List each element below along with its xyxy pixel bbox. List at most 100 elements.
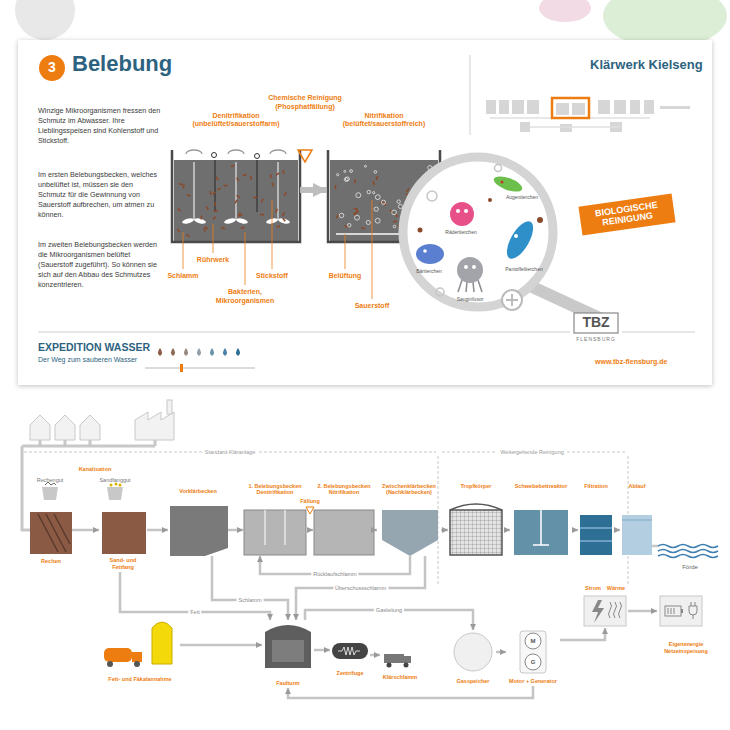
node-label: Filtration xyxy=(584,483,608,489)
pipe-label: Fett xyxy=(188,609,201,616)
series-subtitle: Der Weg zum sauberen Wasser xyxy=(38,356,137,365)
node-label: 1. Belebungsbecken Denitrifikation xyxy=(243,483,307,496)
process-label: Rechen xyxy=(30,512,72,566)
process-label: StromWärme xyxy=(582,582,628,628)
denitrification-tank xyxy=(172,150,300,242)
process-label: Fett- und Fäkalannahme xyxy=(100,620,180,684)
node-label: Denitrifikation (unbelüftet/sauerstoffar… xyxy=(180,112,292,128)
magnifier xyxy=(403,157,606,321)
dosing-label: Fällung xyxy=(300,498,320,505)
callout-number: 3 xyxy=(48,59,56,77)
organism-label: Augentierchen xyxy=(506,194,538,200)
part-label: Belüftung xyxy=(329,272,362,281)
residue-label: Sandfanggut xyxy=(99,477,130,484)
node-label: Gasspeicher xyxy=(456,678,489,684)
symbol-letter: G xyxy=(531,659,536,666)
pipe-connector xyxy=(72,529,99,532)
series-title: EXPEDITION WASSER xyxy=(38,341,150,354)
pipe-connector xyxy=(228,529,243,532)
process-label: Gasspeicher xyxy=(450,630,496,686)
sludge-energy-figures xyxy=(104,596,702,673)
node-label: Faulturm xyxy=(276,680,300,686)
plant-name: Klärwerk Kielseng xyxy=(590,57,703,73)
pipe-connector xyxy=(120,572,270,620)
progress-marker xyxy=(180,364,183,372)
symbol-letter: M xyxy=(531,638,536,645)
process-label: MGMotor + Generator xyxy=(506,628,560,686)
process-label: Klärschlamm xyxy=(380,646,420,682)
process-label: Schwebebettreaktor xyxy=(510,483,572,556)
pipe-connector xyxy=(375,529,377,532)
node-label: 2. Belebungsbecken Nitrifikation xyxy=(313,483,375,496)
divider xyxy=(470,55,471,135)
pipe-connector xyxy=(147,529,168,532)
pipe-label: Überschussschlamm xyxy=(333,585,388,592)
node-label: Rechen xyxy=(41,558,61,564)
plant-thumbnail xyxy=(486,98,690,132)
node-label: Schwebebettreaktor xyxy=(515,483,568,489)
section-label: Standard-Kläranlage xyxy=(202,449,258,456)
part-label: Schlamm xyxy=(167,272,198,281)
precipitation-symbol xyxy=(298,150,312,162)
section-bracket xyxy=(24,452,628,585)
node-label: Tropfkörper xyxy=(461,483,492,489)
part-label: Rührwerk xyxy=(197,256,229,265)
body-text: Im ersten Belebungsbecken, welches unbel… xyxy=(38,170,163,220)
tank-heading: Denitrifikation (unbelüftet/sauerstoffar… xyxy=(172,112,300,242)
leader-lines xyxy=(183,200,372,299)
tank-heading: Nitrifikation (belüftet/sauerstoffreich) xyxy=(327,112,441,242)
part-label: Bakterien, Mikroorganismen xyxy=(213,288,277,306)
pipe-connector xyxy=(307,529,313,532)
houses xyxy=(30,400,174,440)
logo-box xyxy=(574,313,618,333)
node-label: Vorklärbecken xyxy=(179,488,217,494)
organism-label: Bärtierchen xyxy=(416,268,442,274)
pipe-connector xyxy=(628,610,657,613)
organisms xyxy=(416,173,538,292)
organism-label: Pantoffeltierchen xyxy=(505,266,542,272)
node-label: Zentrifuge xyxy=(337,670,364,676)
website: www.tbz-flensburg.de xyxy=(595,358,667,367)
body-text: Im zweiten Belebungsbecken werden die Mi… xyxy=(38,240,163,290)
node-label: Sand- und Fettfang xyxy=(99,557,147,570)
organism-label: Sauginfusor xyxy=(457,296,484,302)
process-label: Filtration xyxy=(578,483,614,556)
plant-tanks xyxy=(30,504,718,558)
body-text: Winzige Mikroorganismen fressen den Schm… xyxy=(38,106,163,146)
process-label: Ablauf xyxy=(620,483,654,556)
residue-label: Rechengut xyxy=(37,477,64,484)
drop-scale xyxy=(158,348,240,356)
deco-blob xyxy=(539,0,591,22)
info-card xyxy=(18,40,712,385)
process-label: 1. Belebungsbecken Denitrifikation xyxy=(243,483,307,556)
process-label: 2. Belebungsbecken Nitrifikation xyxy=(313,483,375,556)
node-label: Ablauf xyxy=(628,483,645,489)
process-label: Vorklärbecken xyxy=(168,488,228,556)
pipe-connector xyxy=(441,529,448,532)
node-label: Eigenenergie Netzeinspeisung xyxy=(657,641,715,654)
process-label: Zwischenklärbecken (Nachklärbecken) xyxy=(377,483,441,556)
number-circle xyxy=(39,55,65,81)
source-label: Kanalisation xyxy=(79,466,112,473)
pipe-connector xyxy=(572,529,578,532)
bins xyxy=(42,482,123,500)
part-label: Sauerstoff xyxy=(355,302,390,311)
logo-text: TBZ xyxy=(582,314,609,332)
pipe-connector xyxy=(212,556,288,620)
stamp-badge: BIOLOGISCHE REINIGUNG xyxy=(578,194,675,235)
pipe-connector xyxy=(288,686,533,698)
node-label: Zwischenklärbecken (Nachklärbecken) xyxy=(377,483,441,496)
pipe-connector xyxy=(496,651,506,654)
node-label: Fett- und Fäkalannahme xyxy=(108,676,171,682)
page-title: Belebung xyxy=(72,52,172,76)
symbol-letter: Strom xyxy=(585,585,601,591)
step-heading: Chemische Reinigung (Phosphatfällung) xyxy=(259,94,351,112)
progress-bar xyxy=(145,367,255,369)
pipe-connector xyxy=(614,529,620,532)
pipe-connector xyxy=(300,187,327,193)
pipe-connector xyxy=(504,529,510,532)
process-label: Sand- und Fettfang xyxy=(99,512,147,572)
pipe-connector xyxy=(370,654,380,657)
part-label: Stickstoff xyxy=(256,272,288,281)
pipe-connector xyxy=(314,649,330,652)
